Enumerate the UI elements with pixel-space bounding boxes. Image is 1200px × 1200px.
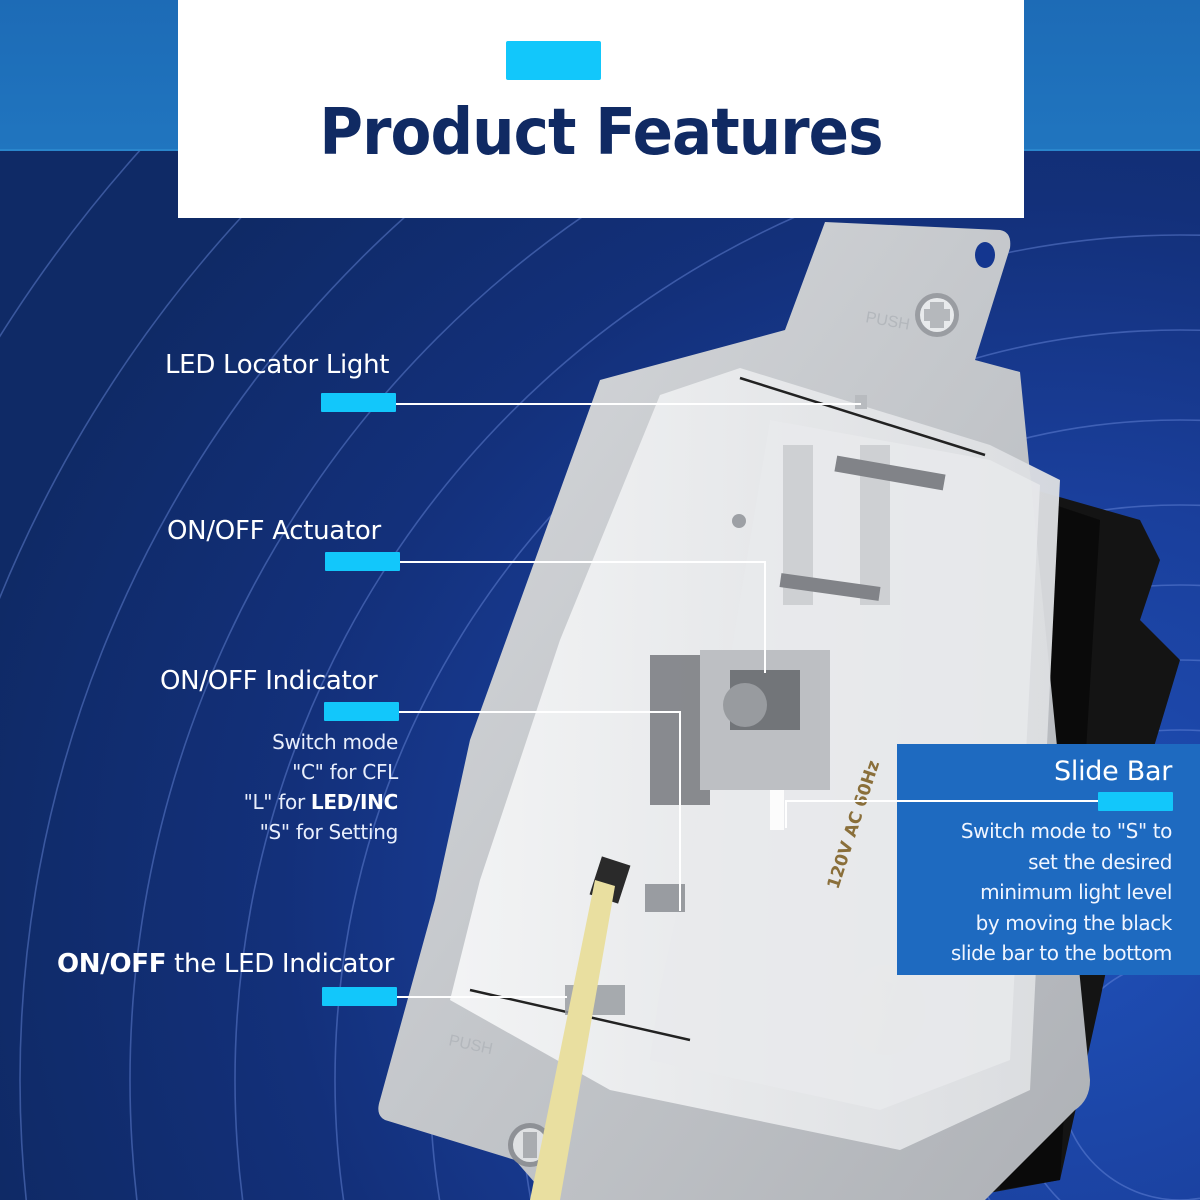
feature-led-locator-title: LED Locator Light bbox=[165, 350, 390, 380]
bottom-mounting-screw bbox=[508, 1123, 552, 1167]
header-accent-bar bbox=[506, 41, 601, 80]
feature-indicator-chip bbox=[324, 702, 399, 721]
slide-desc-line-1: Switch mode to "S" to bbox=[960, 819, 1173, 843]
led-indicator-title-rest: the LED Indicator bbox=[166, 949, 395, 979]
led-indicator-title-bold: ON/OFF bbox=[57, 949, 167, 979]
slide-desc-line-4: by moving the black bbox=[975, 910, 1173, 935]
slide-bar-leader-h bbox=[785, 800, 1098, 802]
slide-desc-line-2: set the desired bbox=[1028, 849, 1172, 874]
slide-desc-line-5: slide bar to the bottom bbox=[950, 941, 1173, 965]
top-mounting-screw bbox=[915, 242, 995, 337]
locator-led bbox=[855, 395, 867, 409]
indicator-desc-line-3: "L" for LED/INC bbox=[160, 787, 399, 817]
feature-led-locator-leader bbox=[396, 403, 861, 405]
feature-indicator-description: Switch mode "C" for CFL "L" for LED/INC … bbox=[160, 727, 399, 847]
indicator-desc-line-2: "C" for CFL bbox=[292, 760, 398, 784]
feature-led-locator-chip bbox=[321, 393, 396, 412]
indicator-desc-line-3-prefix: "L" for bbox=[243, 790, 311, 814]
slide-desc-line-3: minimum light level bbox=[980, 880, 1172, 904]
indicator-desc-line-1: Switch mode bbox=[272, 730, 398, 754]
page-title: Product Features bbox=[319, 96, 883, 170]
feature-indicator-leader-h bbox=[399, 711, 681, 713]
slide-bar-title: Slide Bar bbox=[1054, 756, 1172, 787]
feature-actuator-chip bbox=[325, 552, 400, 571]
feature-indicator-title: ON/OFF Indicator bbox=[160, 666, 378, 696]
feature-led-indicator-toggle-title: ON/OFF the LED Indicator bbox=[57, 949, 394, 979]
slide-bar-leader-v bbox=[785, 800, 787, 828]
header-card bbox=[178, 0, 1024, 218]
feature-led-indicator-toggle-leader bbox=[397, 996, 567, 998]
slide-bar-description: Switch mode to "S" to set the desired mi… bbox=[882, 816, 1173, 969]
screwdriver-tip bbox=[530, 856, 631, 1200]
feature-actuator-leader-v bbox=[764, 561, 766, 673]
feature-actuator-leader-h bbox=[400, 561, 766, 563]
feature-actuator-title: ON/OFF Actuator bbox=[167, 516, 381, 546]
internal-components bbox=[565, 445, 946, 1015]
feature-indicator-leader-v bbox=[679, 711, 681, 911]
slide-bar-panel: Slide Bar Switch mode to "S" to set the … bbox=[897, 744, 1200, 975]
indicator-desc-line-4: "S" for Setting bbox=[259, 820, 399, 844]
slide-bar-chip bbox=[1098, 792, 1173, 811]
indicator-desc-line-3-bold: LED/INC bbox=[310, 790, 398, 814]
feature-led-indicator-toggle-chip bbox=[322, 987, 397, 1006]
